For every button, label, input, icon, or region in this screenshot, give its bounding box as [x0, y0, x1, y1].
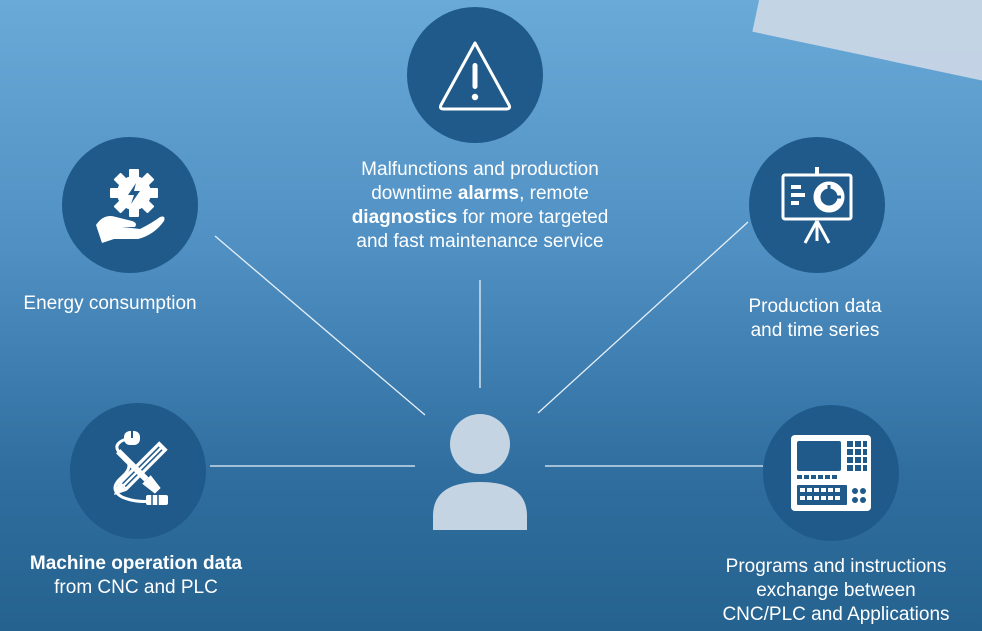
- label-alarms: Malfunctions and production downtime ala…: [300, 158, 660, 254]
- node-energy: [62, 137, 198, 273]
- alarms-line-4: and fast maintenance service: [356, 231, 604, 252]
- node-programs: [763, 405, 899, 541]
- label-programs: Programs and instructions exchange betwe…: [690, 555, 982, 627]
- diagnostics-keyword: diagnostics: [351, 207, 458, 228]
- warning-icon: [438, 41, 512, 111]
- cnc-control-panel-icon: [791, 435, 871, 511]
- node-machine: [70, 403, 206, 539]
- connector-production: [537, 221, 749, 414]
- alarms-line-2: downtime alarms, remote: [371, 183, 589, 204]
- node-production: [749, 137, 885, 273]
- presentation-board-icon: [781, 167, 853, 244]
- alarms-keyword: alarms: [457, 183, 520, 204]
- label-energy: Energy consumption: [23, 293, 197, 314]
- label-machine: Machine operation data from CNC and PLC: [0, 552, 272, 600]
- machine-line-2: from CNC and PLC: [54, 577, 218, 598]
- programs-line-1: Programs and instructions: [725, 556, 947, 577]
- production-line-2: and time series: [750, 320, 880, 341]
- tools-pencil-icon: [113, 431, 168, 505]
- programs-line-3: CNC/PLC and Applications: [722, 604, 950, 625]
- alarms-line-1: Malfunctions and production: [361, 159, 599, 180]
- programs-line-2: exchange between: [756, 580, 916, 601]
- machine-line-1: Machine operation data: [29, 553, 243, 574]
- alarms-line-3: diagnostics for more targeted: [351, 207, 609, 228]
- production-line-1: Production data: [748, 296, 882, 317]
- label-production: Production data and time series: [700, 295, 930, 343]
- node-alarms: [407, 7, 543, 143]
- user-icon: [433, 414, 527, 530]
- connector-energy: [214, 235, 426, 416]
- gear-hand-energy-icon: [96, 169, 165, 243]
